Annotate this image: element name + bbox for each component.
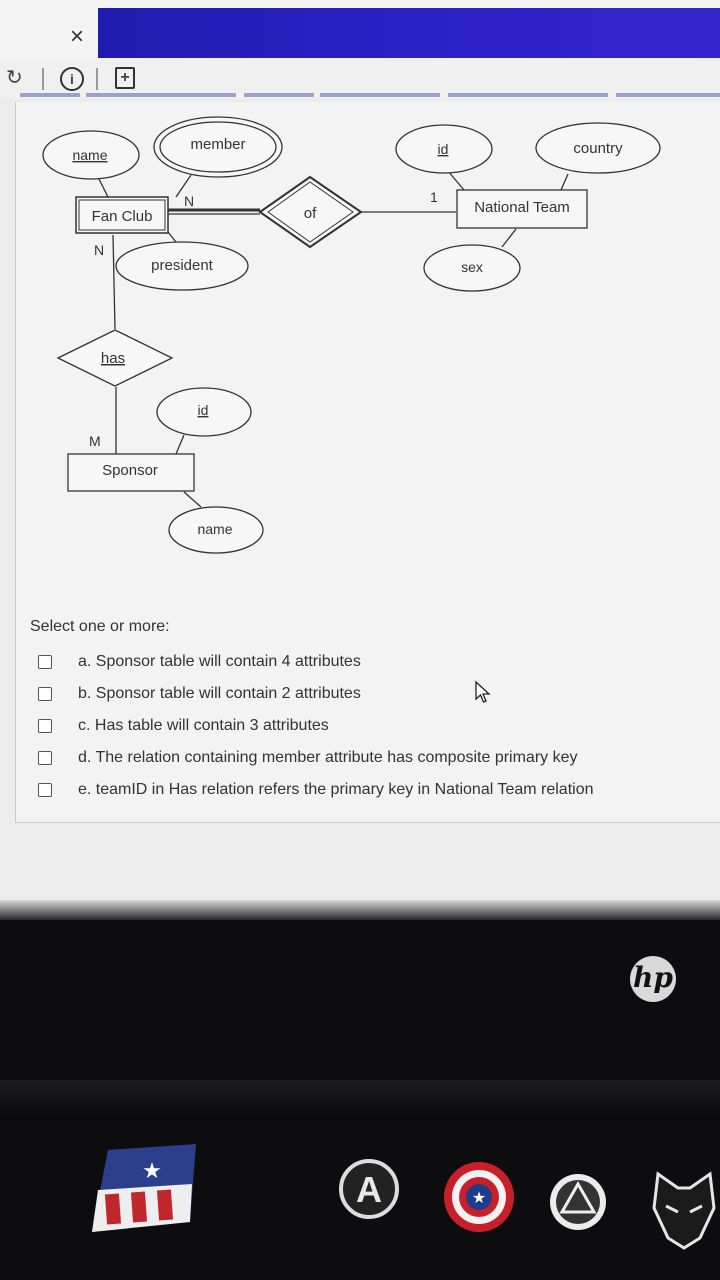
checkbox[interactable] <box>38 719 52 733</box>
er-diagram: name member Fan Club N of 1 id country N… <box>42 116 661 554</box>
checkbox[interactable] <box>38 783 52 797</box>
black-panther-sticker-icon <box>652 1171 716 1250</box>
svg-text:★: ★ <box>142 1158 162 1183</box>
entity-sponsor: Sponsor <box>102 462 158 479</box>
toolbar-divider <box>96 68 98 90</box>
attribute-team-id: id <box>438 141 449 157</box>
cut-off-question-text <box>20 86 720 102</box>
refresh-icon[interactable]: ↻ <box>6 67 23 89</box>
option-d[interactable]: d. The relation containing member attrib… <box>30 742 710 774</box>
connector-line <box>560 173 569 191</box>
connector-line <box>175 174 192 198</box>
checkbox[interactable] <box>38 751 52 765</box>
attribute-president-ellipse <box>115 241 249 291</box>
question-content: name member Fan Club N of 1 id country N… <box>15 102 720 823</box>
option-label: b. Sponsor table will contain 2 attribut… <box>78 685 361 702</box>
connector-line <box>167 231 177 243</box>
svg-text:★: ★ <box>472 1190 486 1207</box>
avengers-sticker-icon: A <box>339 1159 399 1219</box>
attribute-sponsor-id: id <box>198 402 209 418</box>
connector-line <box>183 491 202 508</box>
hp-logo: hp <box>630 956 676 1002</box>
header-banner <box>98 8 720 58</box>
cardinality-fan-has: N <box>94 242 104 258</box>
select-prompt: Select one or more: <box>30 618 170 635</box>
close-button[interactable]: × <box>69 23 84 50</box>
cardinality-sponsor-has: M <box>89 433 101 449</box>
info-icon[interactable]: i <box>60 67 84 91</box>
relationship-of-inner <box>267 181 354 243</box>
option-label: c. Has table will contain 3 attributes <box>78 717 329 734</box>
option-b[interactable]: b. Sponsor table will contain 2 attribut… <box>30 678 710 710</box>
option-a[interactable]: a. Sponsor table will contain 4 attribut… <box>30 646 710 678</box>
option-label: e. teamID in Has relation refers the pri… <box>78 781 594 798</box>
entity-fan-club-box <box>75 196 169 234</box>
attribute-team-id-ellipse <box>395 124 493 174</box>
attribute-country-ellipse <box>535 122 661 174</box>
entity-national-team-box <box>456 189 588 229</box>
screen: × ↻ i + <box>0 0 720 912</box>
entity-sponsor-box <box>67 453 195 492</box>
flag-sticker-icon: ★ <box>92 1144 196 1232</box>
option-c[interactable]: c. Has table will contain 3 attributes <box>30 710 710 742</box>
mouse-cursor-icon <box>475 680 491 703</box>
connector-line <box>112 234 116 330</box>
add-page-icon[interactable]: + <box>115 67 135 89</box>
option-label: d. The relation containing member attrib… <box>78 749 578 766</box>
relationship-has-diamond <box>56 329 174 387</box>
entity-national-team: National Team <box>474 199 570 216</box>
cardinality-team-of: 1 <box>430 189 438 205</box>
attribute-sponsor-id-ellipse <box>156 387 252 437</box>
attribute-sex: sex <box>461 259 483 275</box>
connector-line <box>501 228 517 248</box>
attribute-fan-name: name <box>72 147 107 163</box>
entity-fan-club-inner <box>78 199 166 231</box>
option-label: a. Sponsor table will contain 4 attribut… <box>78 653 361 670</box>
relationship-of: of <box>304 205 317 222</box>
attribute-member: member <box>190 136 245 153</box>
answer-options: Select one or more: a. Sponsor table wil… <box>30 618 710 806</box>
attribute-sex-ellipse <box>423 244 521 292</box>
checkbox[interactable] <box>38 655 52 669</box>
connector-line <box>447 170 465 191</box>
entity-fan-club: Fan Club <box>92 208 153 225</box>
screen-bezel-edge <box>0 900 720 920</box>
multivalued-attribute-inner <box>159 121 277 173</box>
attribute-name-ellipse <box>42 130 140 180</box>
connector-line <box>175 434 185 455</box>
svg-text:A: A <box>356 1169 382 1210</box>
relationship-has: has <box>101 350 125 367</box>
arc-reactor-sticker-icon <box>550 1174 606 1230</box>
multivalued-attribute-outer <box>153 116 283 178</box>
attribute-sponsor-name-ellipse <box>168 506 264 554</box>
toolbar: ↻ i + <box>0 58 720 98</box>
cardinality-fan-of: N <box>184 193 194 209</box>
option-e[interactable]: e. teamID in Has relation refers the pri… <box>30 774 710 806</box>
attribute-country: country <box>573 140 623 157</box>
attribute-president: president <box>151 257 214 274</box>
relationship-of-diamond <box>258 175 363 249</box>
title-bar: × <box>0 0 720 58</box>
attribute-sponsor-name: name <box>197 521 232 537</box>
toolbar-divider <box>42 68 44 90</box>
checkbox[interactable] <box>38 687 52 701</box>
connector-line <box>97 176 109 198</box>
laptop-hinge <box>0 1080 720 1120</box>
captain-shield-sticker-icon: ★ <box>444 1162 514 1232</box>
